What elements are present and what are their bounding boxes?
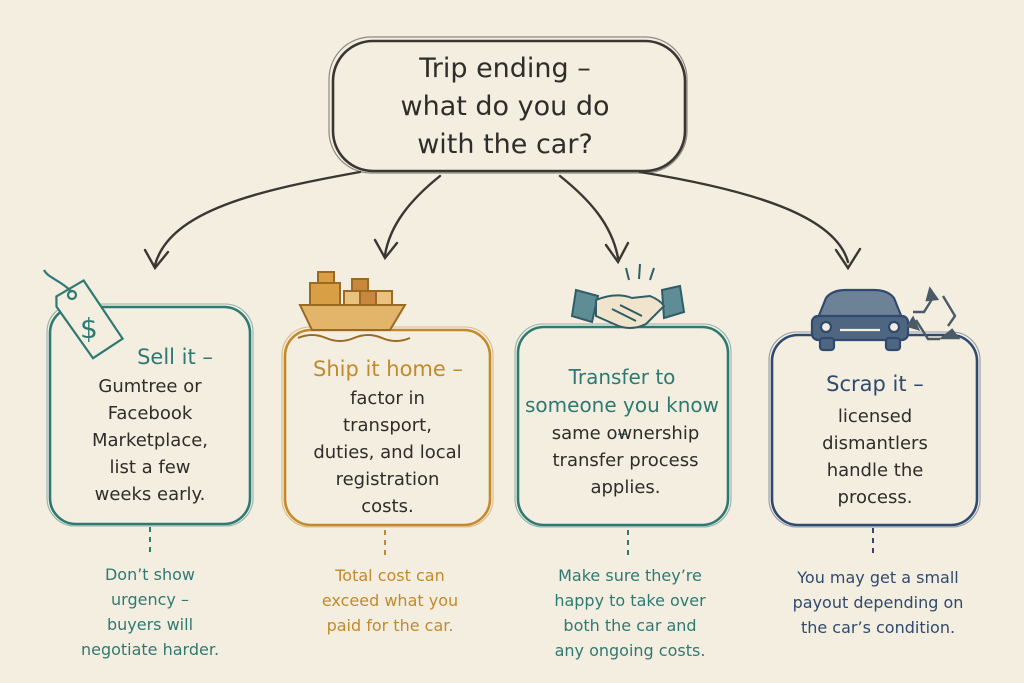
root-question: Trip ending – what do you do with the ca…: [400, 53, 610, 160]
option-transfer-title: Transfer to someone you know –: [525, 365, 719, 445]
recycle-icon: [906, 286, 961, 341]
option-sell-tip: Don’t show urgency – buyers will negotia…: [80, 565, 220, 659]
price-tag-icon: $: [43, 269, 125, 360]
option-ship-tip: Total cost can exceed what you paid for …: [321, 566, 459, 635]
cargo-ship-icon: [297, 271, 411, 342]
option-transfer-tip: Make sure they’re happy to take over bot…: [554, 566, 706, 660]
option-scrap-title: Scrap it –: [826, 372, 924, 396]
option-sell-title: Sell it –: [137, 345, 213, 369]
car-icon: [810, 288, 910, 352]
option-ship-description: factor in transport, duties, and local r…: [313, 388, 462, 517]
option-ship-title: Ship it home –: [313, 357, 463, 381]
option-sell-description: Gumtree or Facebook Marketplace, list a …: [91, 376, 209, 505]
card-sell: [46, 303, 254, 527]
option-scrap-tip: You may get a small payout depending on …: [792, 568, 964, 637]
option-scrap-description: licensed dismantlers handle the process.: [822, 406, 928, 508]
arrow-to-sell: [153, 170, 362, 267]
arrow-to-transfer: [558, 174, 620, 260]
root-node: [328, 36, 688, 174]
arrow-to-scrap: [638, 170, 850, 264]
arrow-to-ship: [383, 174, 442, 257]
handshake-icon: [570, 263, 686, 329]
option-transfer-description: same ownership transfer process applies.: [551, 423, 700, 498]
svg-text:$: $: [80, 312, 98, 345]
